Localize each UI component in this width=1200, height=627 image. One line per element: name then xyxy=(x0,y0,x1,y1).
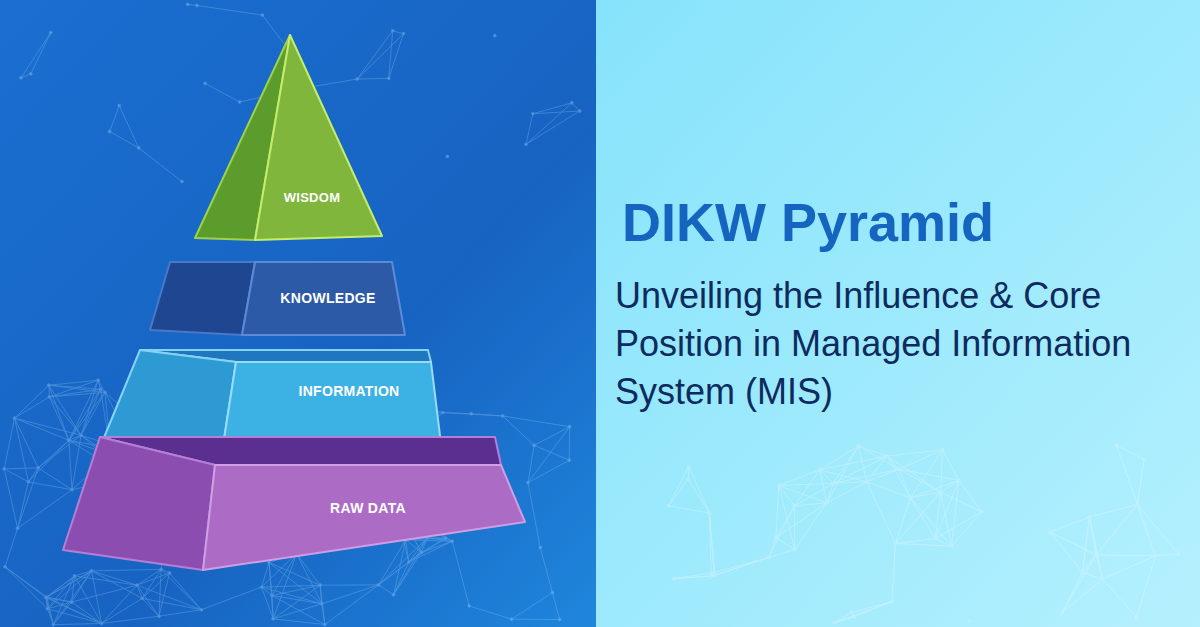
network-texture xyxy=(3,3,581,626)
layer-face xyxy=(150,262,255,335)
pyramid-layer: WISDOM xyxy=(185,25,390,245)
pyramid-layer: KNOWLEDGE xyxy=(145,255,415,340)
title: DIKW Pyramid xyxy=(622,190,994,254)
right-panel xyxy=(596,0,1200,627)
layer-face xyxy=(255,35,382,240)
layer-shape xyxy=(185,25,390,245)
layer-label: WISDOM xyxy=(284,190,341,205)
layer-face xyxy=(63,437,215,570)
pyramid-layer: RAW DATA xyxy=(58,432,530,574)
left-panel xyxy=(0,0,596,627)
layer-shape xyxy=(58,432,530,574)
layer-label: KNOWLEDGE xyxy=(280,290,375,306)
layer-face xyxy=(242,262,405,335)
layer-label: INFORMATION xyxy=(298,383,399,399)
network-texture xyxy=(667,444,1180,624)
layer-face xyxy=(203,465,525,570)
layer-label: RAW DATA xyxy=(330,500,406,516)
subtitle: Unveiling the Influence & Core Position … xyxy=(615,272,1145,416)
